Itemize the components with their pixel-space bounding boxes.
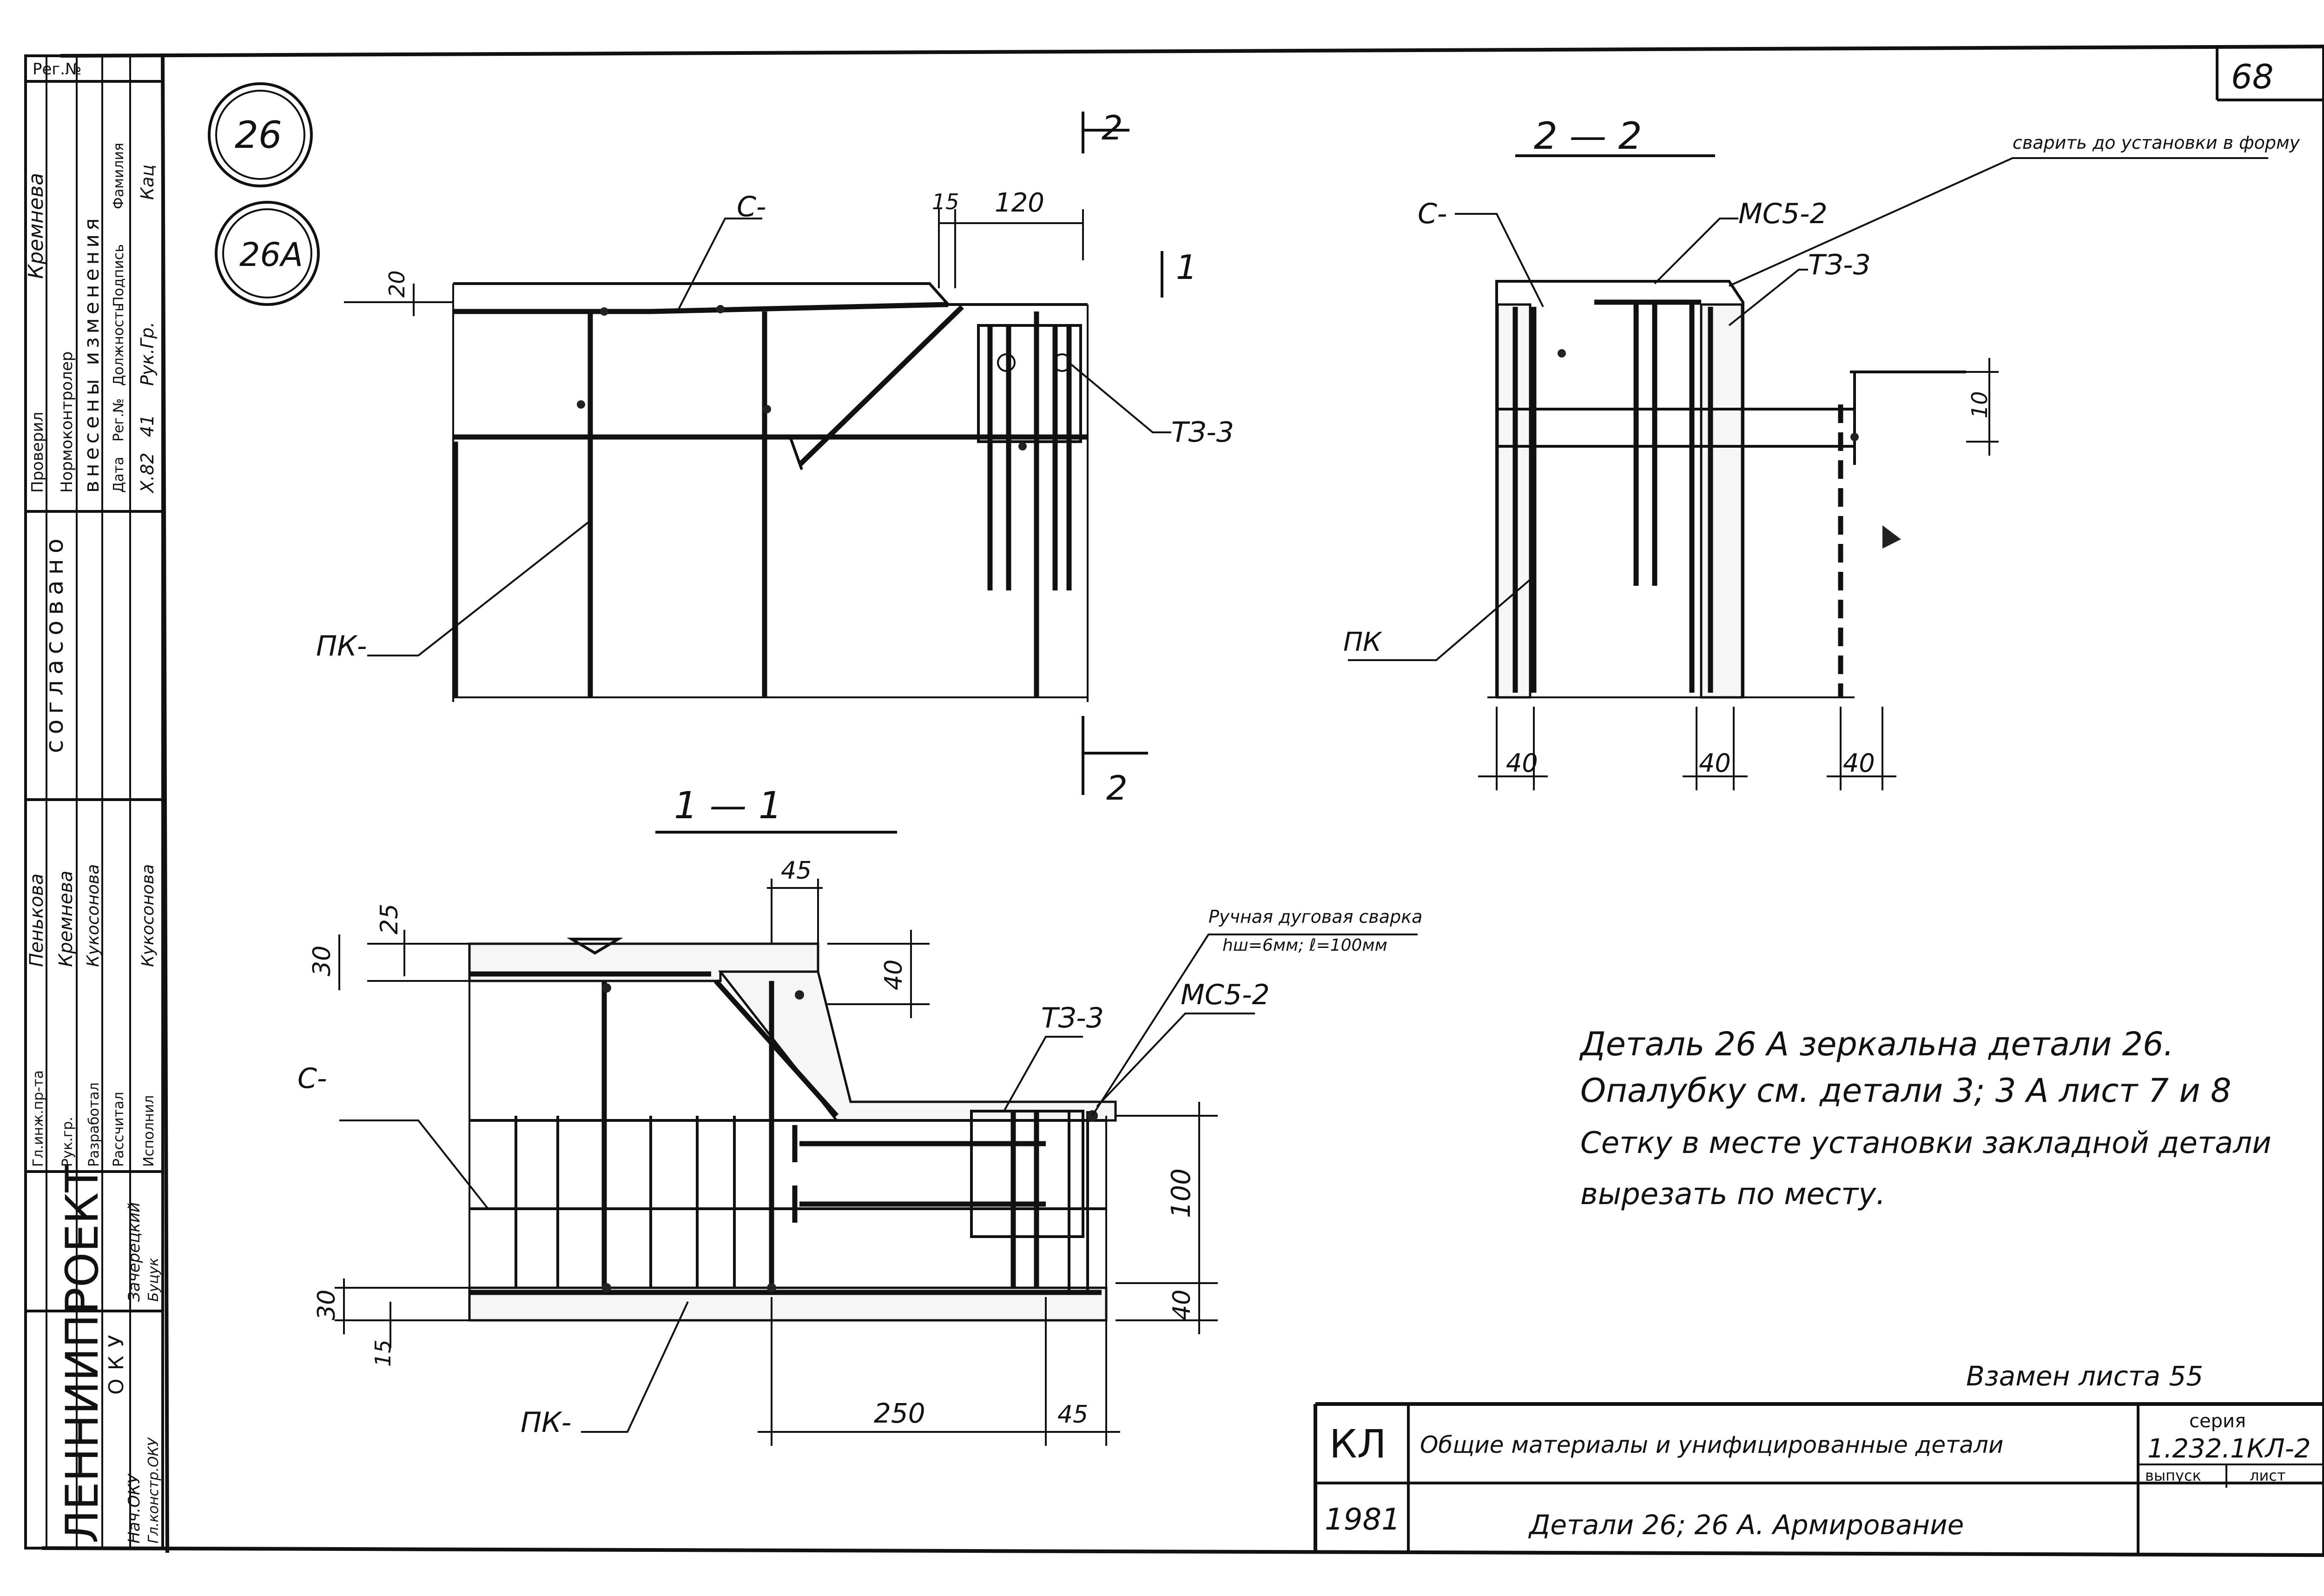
detail-marker-26: 26 [208,82,313,187]
section-2-2-title: 2 — 2 [1534,114,1642,158]
change-header-position: Должность [111,303,127,386]
section-1-1-weld-title: Ручная дуговая сварка [1208,907,1422,927]
sheet-label: лист [2250,1467,2285,1484]
stamp-dept: ОКУ [105,1326,128,1395]
section-1-1-dim-45-bottom: 45 [1057,1401,1088,1429]
elevation-view: 2 2 1 15 120 20 С- ТЗ-3 ПК- [316,108,1234,808]
stamp-head-name: Зачерецкий [125,1202,144,1302]
person-name-4: Кукосонова [139,864,158,967]
section-1-1-dim-100: 100 [1166,1168,1196,1218]
section-1-1-label-pk: ПК- [521,1406,571,1439]
title-block: КЛ 1981 Общие материалы и унифицированны… [1314,1402,2324,1553]
detail-marker-26-label: 26 [235,113,282,157]
reg-no-label: Рег.№ [33,60,81,79]
section-1-1-dim-45-top: 45 [781,857,812,885]
change-header-reg: Рег.№ [111,398,127,442]
section-1-1: 1 — 1 [297,784,1422,1446]
detail-marker-26a-label: 26A [239,236,303,274]
series-label: серия [2189,1411,2246,1432]
title-main: Общие материалы и унифицированные детали [1420,1431,2003,1458]
section-1-1-dim-25: 25 [376,904,403,934]
elevation-label-tz: ТЗ-3 [1171,416,1234,449]
section-2-2-note: сварить до установки в форму [2013,132,2300,153]
notes: Деталь 26 А зеркальна детали 26. Опалубк… [1579,1025,2271,1212]
section-2-2-dim-40b: 40 [1699,748,1731,778]
section-2-2: 2 — 2 40 40 40 [1343,114,2300,790]
section-2-2-label-mc: МС5-2 [1738,198,1828,230]
page-number-box: 68 [2216,46,2324,101]
section-2-2-label-c: С- [1418,198,1447,230]
section-1-1-label-c: С- [297,1062,327,1095]
note-line-2: Опалубку см. детали 3; 3 А лист 7 и 8 [1580,1072,2232,1110]
note-line-1: Деталь 26 А зеркальна детали 26. [1579,1025,2174,1063]
section-1-1-dim-40-bottom: 40 [1168,1290,1196,1320]
section-2-2-dim-40c: 40 [1843,748,1875,778]
change-header-surname: Фамилия [111,143,127,209]
change-row-date: X.82 [137,453,158,494]
cut-mark-1: 1 [1176,248,1197,287]
section-1-1-label-mc: МС5-2 [1181,979,1270,1011]
section-1-1-weld-params: hш=6мм; ℓ=100мм [1222,936,1387,955]
elevation-dim-15: 15 [932,189,959,214]
elevation-dim-20: 20 [384,270,409,298]
title-year: 1981 [1325,1503,1400,1537]
change-header-signature: Подпись [111,244,127,307]
detail-marker-26a: 26A [215,201,320,306]
person-name-1: Кремнева [55,871,77,967]
section-2-2-dim-10: 10 [1967,391,1992,418]
note-line-4: вырезать по месту. [1580,1177,1886,1212]
approver-name: Кремнева [24,173,48,279]
person-role-3: Рассчитал [111,1092,127,1167]
section-1-1-dim-40-top: 40 [880,960,908,990]
elevation-label-c: С- [737,191,766,223]
change-header-date: Дата [111,457,127,493]
norm-control-label: Нормоконтролер [58,351,76,493]
section-1-1-label-tz: ТЗ-3 [1041,1002,1104,1034]
section-1-1-dim-30-top: 30 [308,946,336,976]
change-row-position: Рук.Гр. [137,322,158,386]
person-role-1: Рук.гр. [59,1117,76,1167]
issue-label: выпуск [2145,1467,2201,1484]
section-1-1-dim-250: 250 [874,1397,925,1429]
section-2-2-label-pk: ПК [1343,627,1382,657]
elevation-label-pk: ПК- [316,630,367,662]
change-row-reg: 41 [137,415,158,437]
change-row-surname: Кац [137,165,158,200]
checked-label: Проверил [28,412,47,493]
agreed-label: согласовано [41,533,69,753]
section-1-1-dim-15: 15 [370,1339,396,1367]
stamp-chief-name: Буцук [145,1258,162,1302]
series-value: 1.232.1КЛ-2 [2147,1434,2311,1464]
stamp-strip: Рег.№ согласовано Проверил Нормоконтроле… [24,54,164,1550]
page-number: 68 [2231,57,2274,96]
person-role-0: Гл.инж.пр-та [30,1070,46,1167]
person-name-2: Кукосонова [84,864,103,967]
stamp-chief-role: Гл.констр.ОКУ [145,1437,162,1543]
org-name: ЛЕННИИПРОЕКТ [56,1165,108,1543]
cut-mark-2-top: 2 [1102,108,1123,147]
person-name-0: Пенькова [26,874,47,967]
elevation-dim-120: 120 [995,188,1044,218]
changes-label: внесены изменения [80,215,104,493]
section-2-2-label-tz: ТЗ-3 [1808,249,1871,281]
section-1-1-title: 1 — 1 [674,784,782,827]
note-line-3: Сетку в месте установки закладной детали [1580,1126,2271,1160]
section-2-2-dim-40a: 40 [1506,748,1538,778]
title-sub: Детали 26; 26 А. Армирование [1528,1509,1964,1541]
title-code: КЛ [1329,1421,1386,1467]
replaces-sheet: Взамен листа 55 [1966,1360,2203,1392]
section-1-1-dim-30-bottom: 30 [313,1290,341,1320]
stamp-head-role: Нач.ОКУ [125,1473,144,1543]
cut-mark-2-bottom: 2 [1106,768,1128,808]
person-role-4: Исполнил [141,1095,157,1167]
person-role-2: Разработал [86,1082,102,1167]
